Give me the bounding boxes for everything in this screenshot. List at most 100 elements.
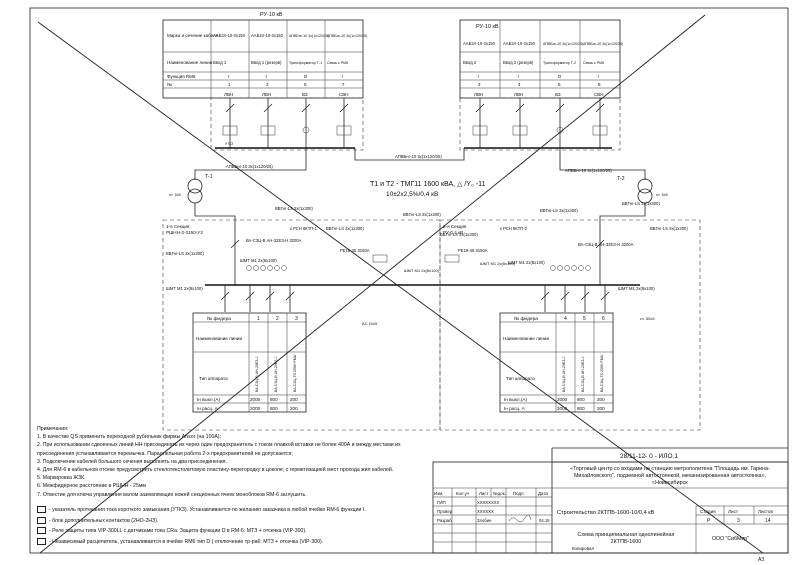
signature-razrab [508,514,532,523]
feeder-right-num-1: 4 [564,316,567,322]
legend-text: - Реле защиты типа VIP-300LL с датчиками… [49,528,307,534]
transformer-spec-line2: 10±2х2,5%/0,4 кВ [386,191,438,198]
rp-right-no-1: 2 [478,82,481,87]
feeder-right-in-3: 200 [597,397,605,402]
notes-title: Примечания: [37,426,69,432]
rp-left-code-2: ЛВН [262,92,271,97]
feeder-left-type-label: Тип аппарата [199,376,228,381]
sheet-frame [29,7,789,554]
sheets-value: 14 [765,518,771,524]
title-block: 28/11-12- 0 - ИЛО.1 Изм. Кол.уч Лист №до… [432,447,789,563]
lv-left-section: 1-я Секция РШНН-2-3150-У3 ВВГнг-LS 3х(1х… [162,206,441,431]
rp-left-row-head-3: Функция RM6 [167,74,196,79]
project-title: «Торговый центр со входами на станцию ме… [570,466,770,486]
lv-right-vvg3: ВВГнг-LS 3х(1х300) [650,226,688,231]
rp-left-no-3: 5 [304,82,307,87]
transformer-t2-ground: гл. 5х5 [656,193,668,197]
feeder-left-head: № фидера [207,316,231,322]
rp-right-line-1: Ввод 2 [463,60,477,65]
stage-object: Строительство 2КТПБ-1600-10/0,4 кВ [557,510,655,516]
col-head-date: Дата [538,491,548,496]
sheets-label: Листов [758,509,773,514]
feeder-right-type-1: ВА-С3Ц-В АН-20ЕЗ-Ј [562,356,566,392]
lv-right-vvg1: ВВГнг-LS 3х(1х300) [540,208,578,213]
tie-bus-label-right: ВВГнг-LS 3х(1х300) [440,232,478,237]
lv-right-busbar: ШМТ М1 2х(8х100) [508,260,545,265]
lv-right-vvg2: ВВГнг-LS 3х(1х300) [622,201,660,206]
rp-left-row-head-2: Наименование линии [167,60,213,65]
feeder-right-num-2: 5 [583,316,586,322]
notes-block: Примечания: 1. В качестве QS применить п… [37,425,432,499]
rp-right-fn-3: D [558,74,562,79]
transformer-spec-line1: Т1 и Т2 - ТМГ11 1600 кВА, △ /Y₀ -11 [370,181,486,188]
lv-left-busbar: ШМТ М1 2х(8х100) [240,258,277,263]
feeder-table-left: № фидера 1 2 3 Наименование линии Тип ап… [192,312,307,413]
rp-left-no-2: 3 [266,82,269,87]
col-head-ndoc: №док. [493,491,506,496]
feeder-left-in-2: 800 [270,397,278,402]
rp-right-no-4: 8 [598,82,601,87]
transformer-t2: Т-2 гл. 5х5 [617,176,668,204]
rp-left-line-1: Ввод 1 [213,60,227,65]
rp-left-code-1: ЛВН [224,92,233,97]
rp-right-code-2: ЛВН [514,92,523,97]
note-item: 5. Маркировка ЖЗК. [37,475,86,482]
lv-right-cable-side: к РСН 6КТП-2 [500,226,528,231]
role-razrab: Разраб [437,518,452,523]
rp-right-line-3: Трансформатор Т-2 [543,61,576,65]
trip-coil-symbol-icon [37,537,46,545]
lv-left-ground: АС 10х5 [362,321,378,326]
legend-item: - Реле защиты типа VIP-300LL с датчиками… [37,526,432,537]
tie-label-left: РЕ19-45 3150А [340,248,370,253]
rp-left-fn-2: I [266,74,267,79]
feeder-right-num-3: 6 [602,316,605,322]
rp-right-cable-3: АПВБнг-10 3х(1х120/25) [543,42,583,46]
rp-left-code-4: СВН [339,92,349,97]
role-prover-name: XXXXXX [477,509,494,514]
feeder-left-ir-2: 800 [270,406,278,411]
utkz-symbol-icon [37,506,46,514]
company: ООО "СибМир" [712,536,749,542]
feeder-left-num-3: 3 [295,316,298,322]
feeder-left-type-2: ВА-С3Ц-В АН-20ЕЗ-Ј [274,356,278,392]
tie-section: РЕ19-45 3150А РЕ19-45 3150А ШМТ М1 2х(8х… [340,212,516,273]
rp-left-sensor-1: УТКЗ [225,142,233,146]
lv-left-breaker: ВА-С3Ц-В АН-32ЕЗ-Н 3200А [246,238,302,243]
feeder-left-in-1: 2000 [250,397,261,402]
lv-left-vvg1: ВВГнг-LS 3х(1х300) [275,206,313,211]
note-item: 4. Для RM-6 в кабельном отсеке предусмот… [37,467,394,474]
feeder-left-num-2: 2 [276,316,279,322]
rp-right-code-3: ВЗ [555,92,561,97]
lv-right-breaker: ВА-С3Ц-В АН-32ЕЗ-Н 3200А [578,242,634,247]
sheet-title: Схема принципиальная однолинейная 2КТПБ-… [577,532,675,545]
rp-right-table: РУ-10 кВ ААБ2л-10-3х150 ААБ2л-10-3х150 А… [459,19,623,151]
rp-left-title: РУ-10 кВ [260,12,283,18]
feeder-right-in-label: Iн выкл.(А) [504,397,527,402]
rp-right-cable-4: АПВБнг-10 3х(1х120/25) [583,42,623,46]
note-item: 6. Межфидерное расстояние в РШНН - 25мм [37,483,146,490]
feeder-right-ir-1: 2000 [557,406,568,411]
transformer-t1-label: Т-1 [205,174,213,180]
rp-left-fn-4: I [342,74,343,79]
lv-right-panel: РУ-0,4 кВ [443,230,463,235]
role-razrab-name: Злобин [477,518,492,523]
lv-left-cable-side: к РСН 6КТП-1 [290,226,318,231]
feeder-left-name-label: Наименование линии [196,336,242,341]
legend-text: - Независимый расцепитель, устанавливает… [49,538,324,545]
relay-symbol-icon [37,527,46,535]
rp-right-bottom-cable: АПВБнг-10 3х(1х120/25) [565,168,612,173]
col-head-koluch: Кол.уч [456,491,469,496]
rp-left-fn-3: D [304,74,308,79]
stage-label: Стадия [700,509,716,514]
rp-left-line-3: Трансформатор Т-1 [289,61,322,65]
role-gip-name: XXXXXXXX [477,500,500,505]
role-razrab-date: 04.15 [539,518,550,523]
cross-out-line-2 [39,14,706,554]
rp-left-cable-1: ААБ2л-10-3х150 [213,33,246,38]
transformer-t1: Т-1 гл. 5х5 [169,174,213,204]
feeder-left-in-label: Iн выкл.(А) [197,397,220,402]
cross-out-line-1 [37,21,764,554]
rp-right-fn-1: I [478,74,479,79]
col-head-list: Лист [479,491,489,496]
